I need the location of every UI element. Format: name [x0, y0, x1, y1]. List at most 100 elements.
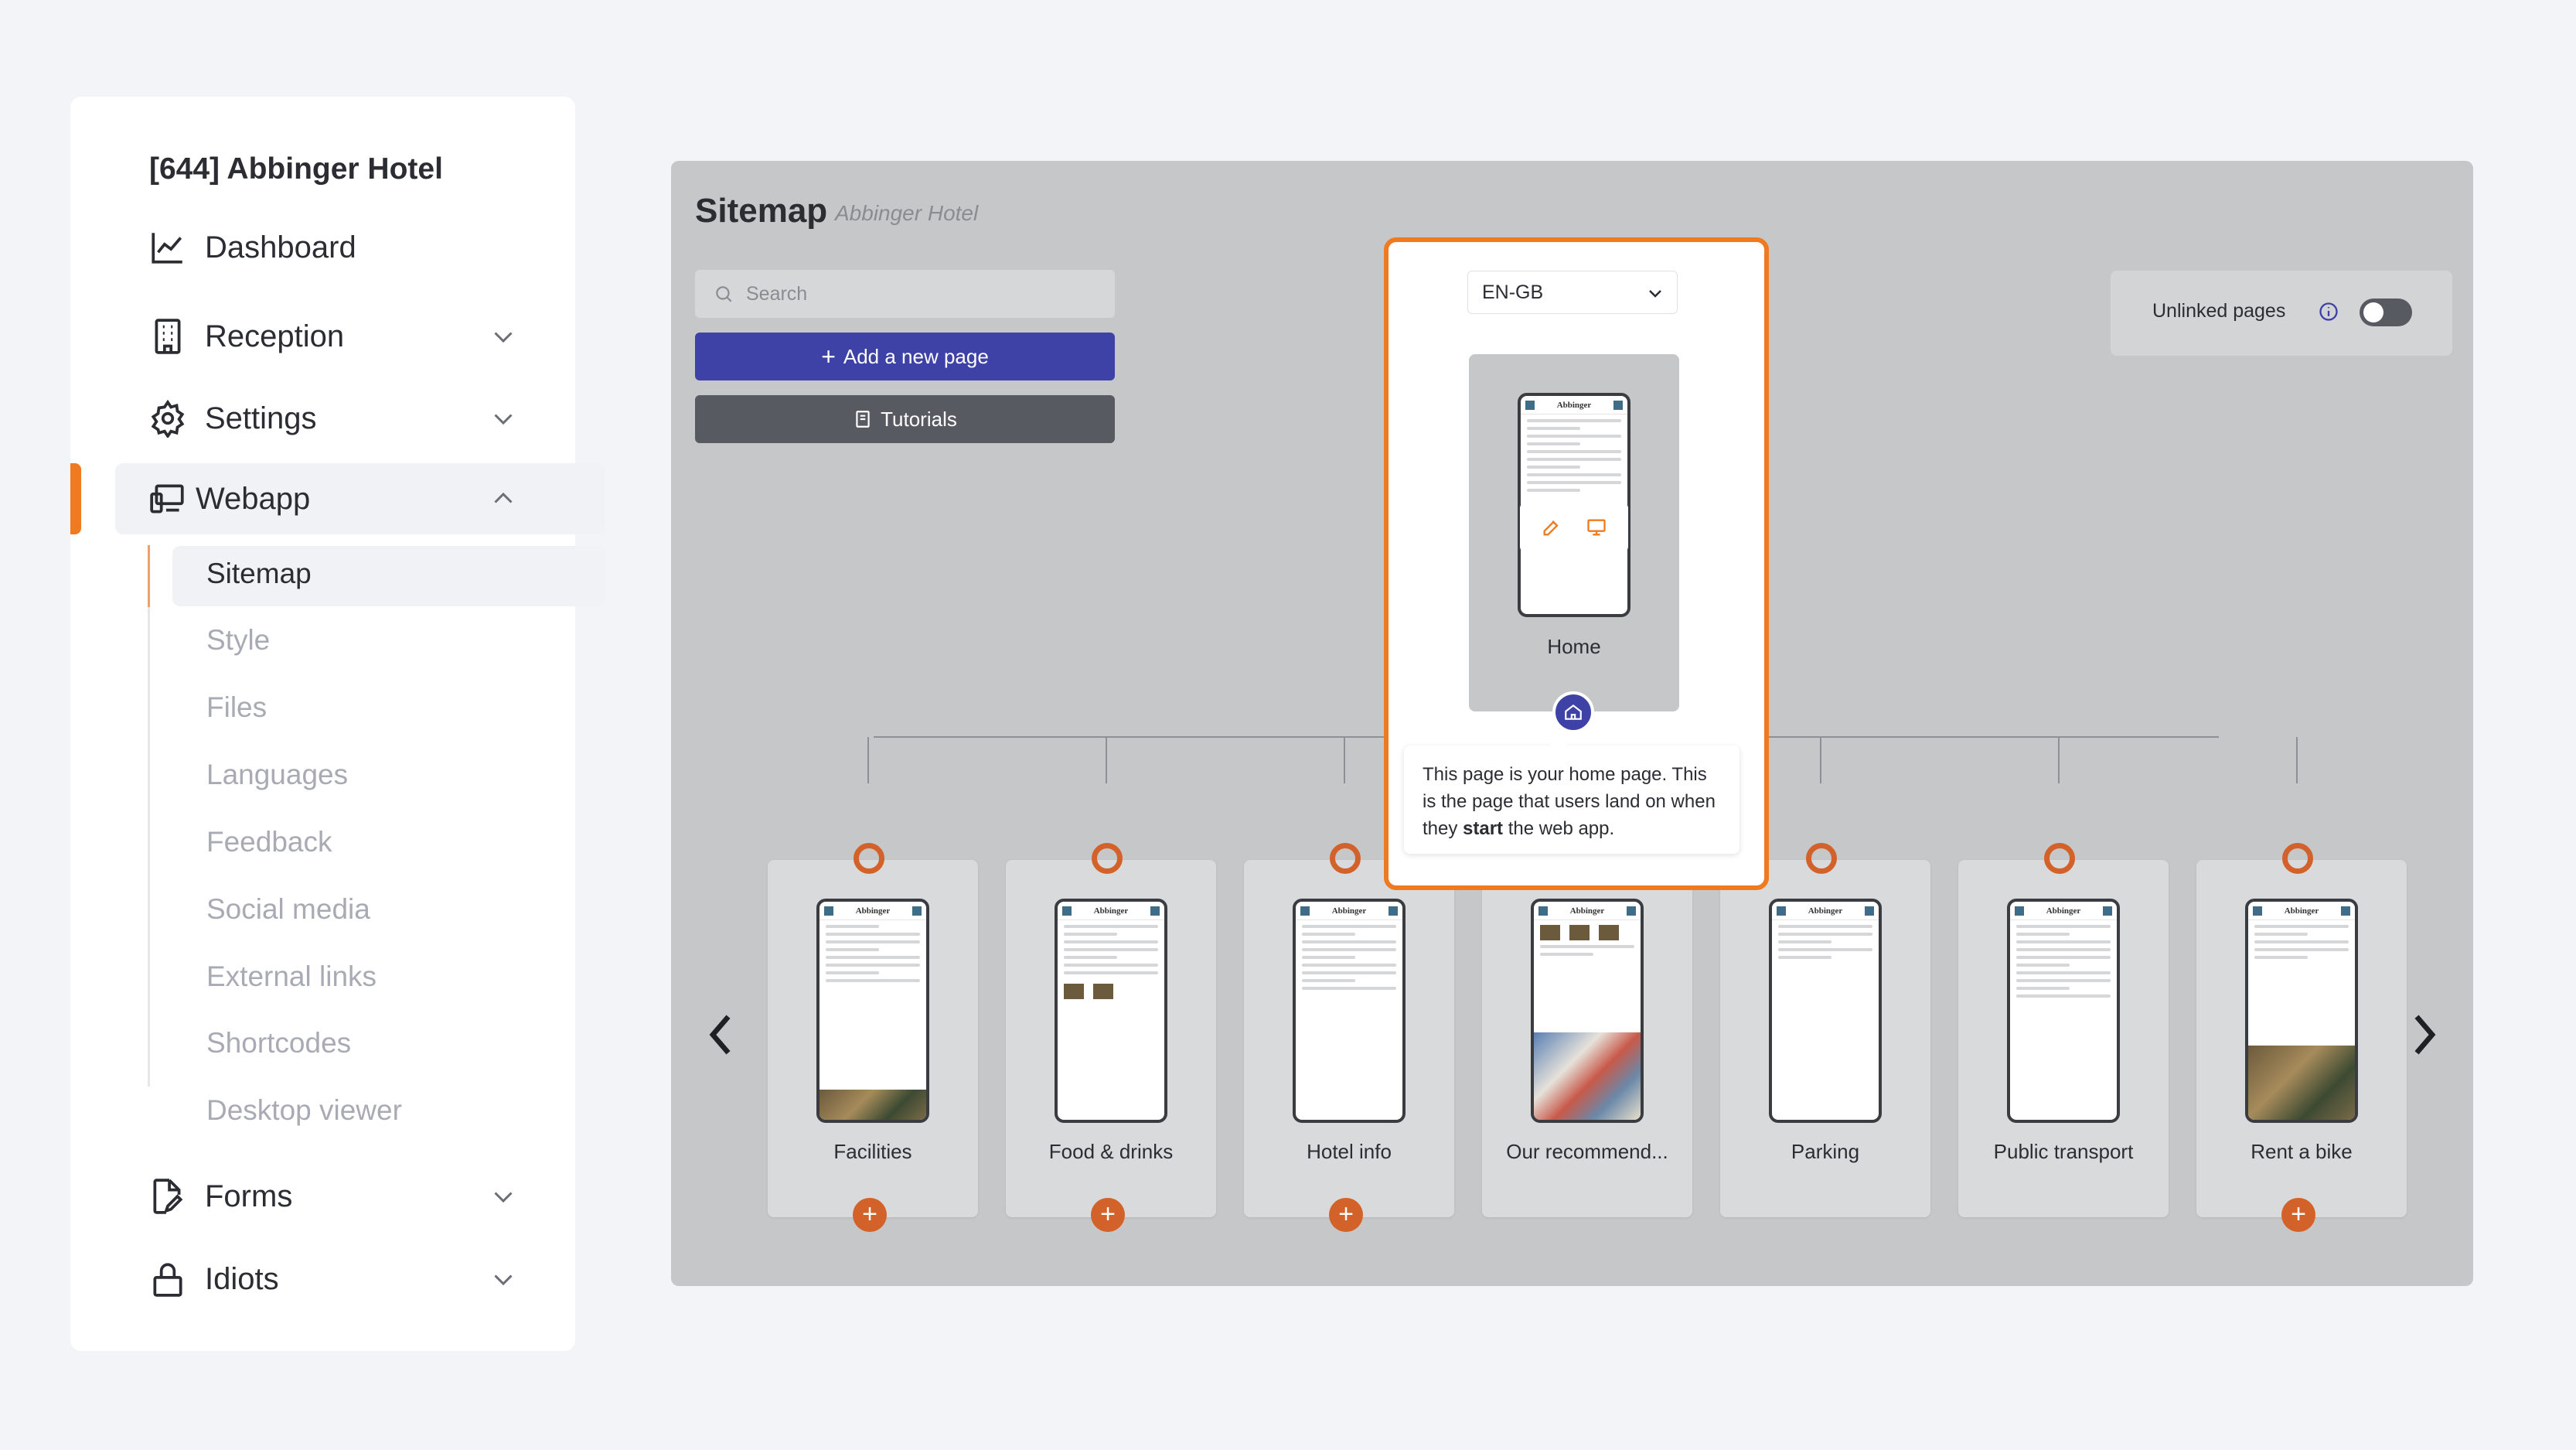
page-preview: Abbinger: [1531, 899, 1644, 1123]
chevron-down-icon: [494, 414, 513, 425]
submenu-item-style[interactable]: Style: [206, 624, 271, 656]
home-icon: [1552, 691, 1594, 733]
node-connector[interactable]: [2282, 843, 2313, 874]
sidebar-item-label: Idiots: [205, 1261, 279, 1296]
add-subpage-button[interactable]: +: [1329, 1198, 1363, 1232]
chevron-down-icon: [494, 1274, 513, 1286]
submenu-item-languages[interactable]: Languages: [206, 759, 349, 790]
page-card-hotel-info[interactable]: Abbinger Hotel info: [1244, 860, 1454, 1217]
sidebar-item-forms[interactable]: Forms: [146, 1165, 517, 1227]
page-subtitle: Abbinger Hotel: [835, 201, 979, 225]
plus-icon: +: [821, 343, 836, 370]
page-preview: Abbinger: [2007, 899, 2120, 1123]
chevron-right-icon[interactable]: [2409, 1012, 2440, 1058]
sidebar: [644] Abbinger Hotel Dashboard Reception…: [70, 97, 606, 1351]
preview-logo: Abbinger: [2046, 906, 2081, 916]
submenu-item-desktop-viewer[interactable]: Desktop viewer: [206, 1094, 402, 1126]
document-edit-icon: [146, 1175, 189, 1218]
page-preview: Abbinger: [816, 899, 929, 1123]
preview-logo: Abbinger: [1808, 906, 1843, 916]
tree-branch: [867, 737, 869, 783]
add-page-label: Add a new page: [843, 344, 989, 368]
sidebar-item-settings[interactable]: Settings: [146, 387, 517, 449]
desktop-icon[interactable]: [1586, 517, 1607, 538]
sidebar-item-reception[interactable]: Reception: [146, 305, 517, 367]
sidebar-item-label: Settings: [205, 401, 317, 435]
submenu-item-feedback[interactable]: Feedback: [206, 826, 332, 858]
chevron-down-icon: [1649, 290, 1661, 298]
page-card-public-transport[interactable]: Abbinger Public transport: [1958, 860, 2169, 1217]
node-connector[interactable]: [1806, 843, 1837, 874]
page-card-facilities[interactable]: Abbinger Facilities: [768, 860, 978, 1217]
chart-line-icon: [146, 226, 189, 269]
unlinked-pages-toggle[interactable]: [2360, 299, 2412, 326]
submenu-item-social-media[interactable]: Social media: [206, 893, 370, 925]
submenu-rail-active: [148, 545, 150, 607]
active-item-background: [115, 463, 605, 534]
node-connector[interactable]: [854, 843, 884, 874]
tooltip-bold-text: start: [1463, 818, 1504, 839]
preview-logo: Abbinger: [1093, 906, 1129, 916]
submenu-item-files[interactable]: Files: [206, 691, 267, 723]
page-label: Hotel info: [1307, 1140, 1392, 1163]
sidebar-item-webapp[interactable]: Webapp: [146, 468, 517, 530]
book-icon: [856, 411, 870, 428]
add-subpage-button[interactable]: +: [1091, 1198, 1125, 1232]
hotel-name: [644] Abbinger Hotel: [149, 152, 443, 186]
page-preview: Abbinger: [2245, 899, 2358, 1123]
page-card-food-drinks[interactable]: Abbinger Food & drinks: [1006, 860, 1216, 1217]
edit-icon[interactable]: [1541, 517, 1562, 538]
node-connector[interactable]: [2044, 843, 2075, 874]
tree-branch: [1344, 737, 1345, 783]
page-label: Parking: [1791, 1140, 1860, 1163]
chevron-down-icon: [494, 332, 513, 343]
page-preview: Abbinger: [1769, 899, 1882, 1123]
info-icon[interactable]: [2318, 301, 2339, 322]
add-subpage-button[interactable]: +: [2281, 1198, 2315, 1232]
add-page-button[interactable]: + Add a new page: [695, 333, 1115, 380]
sidebar-item-idiots[interactable]: Idiots: [146, 1248, 517, 1310]
submenu-item-shortcodes[interactable]: Shortcodes: [206, 1027, 352, 1059]
preview-logo: Abbinger: [1569, 906, 1605, 916]
tree-branch: [2296, 737, 2298, 783]
sidebar-item-label: Dashboard: [205, 230, 356, 264]
devices-icon: [146, 477, 189, 520]
preview-logo: Abbinger: [855, 906, 891, 916]
page-label: Our recommend...: [1506, 1140, 1668, 1163]
active-indicator: [70, 463, 81, 534]
tooltip-text: This page is your home page. This is the…: [1423, 764, 1716, 839]
page-preview: Abbinger: [1055, 899, 1167, 1123]
submenu-item-external-links[interactable]: External links: [206, 960, 377, 992]
tree-branch: [1820, 737, 1821, 783]
language-select[interactable]: EN-GB: [1467, 271, 1678, 314]
submenu-rail: [148, 545, 150, 1087]
page-title: Sitemap: [695, 192, 828, 230]
sitemap-panel: Sitemap Abbinger Hotel + Add a new page …: [671, 161, 2473, 1286]
page-card-our-recommendations[interactable]: Abbinger Our recommend...: [1482, 860, 1692, 1217]
sidebar-item-label: Forms: [205, 1179, 293, 1213]
sidebar-item-dashboard[interactable]: Dashboard: [146, 217, 517, 278]
add-subpage-button[interactable]: +: [853, 1198, 887, 1232]
tutorials-button[interactable]: Tutorials: [695, 395, 1115, 443]
chevron-left-icon[interactable]: [705, 1012, 736, 1058]
toggle-knob: [2363, 302, 2383, 322]
page-label: Rent a bike: [2251, 1140, 2353, 1163]
search-box: [695, 270, 1115, 318]
page-card-parking[interactable]: Abbinger Parking: [1720, 860, 1930, 1217]
page-label: Facilities: [833, 1140, 912, 1163]
page-preview: Abbinger: [1293, 899, 1406, 1123]
chevron-down-icon: [494, 1192, 513, 1203]
chevron-up-icon: [494, 492, 513, 503]
unlinked-pages-label: Unlinked pages: [2152, 300, 2286, 322]
search-input[interactable]: [746, 282, 1086, 305]
unlinked-pages-control: Unlinked pages: [2111, 271, 2452, 356]
sidebar-item-label: Webapp: [196, 481, 311, 516]
language-value: EN-GB: [1482, 281, 1544, 303]
page-card-rent-a-bike[interactable]: Abbinger Rent a bike: [2196, 860, 2407, 1217]
submenu-item-sitemap[interactable]: Sitemap: [206, 558, 312, 589]
page-label: Public transport: [1993, 1140, 2134, 1163]
node-connector[interactable]: [1092, 843, 1123, 874]
lock-icon: [146, 1257, 189, 1301]
node-connector[interactable]: [1330, 843, 1361, 874]
tooltip-text-end: the web app.: [1503, 818, 1615, 839]
